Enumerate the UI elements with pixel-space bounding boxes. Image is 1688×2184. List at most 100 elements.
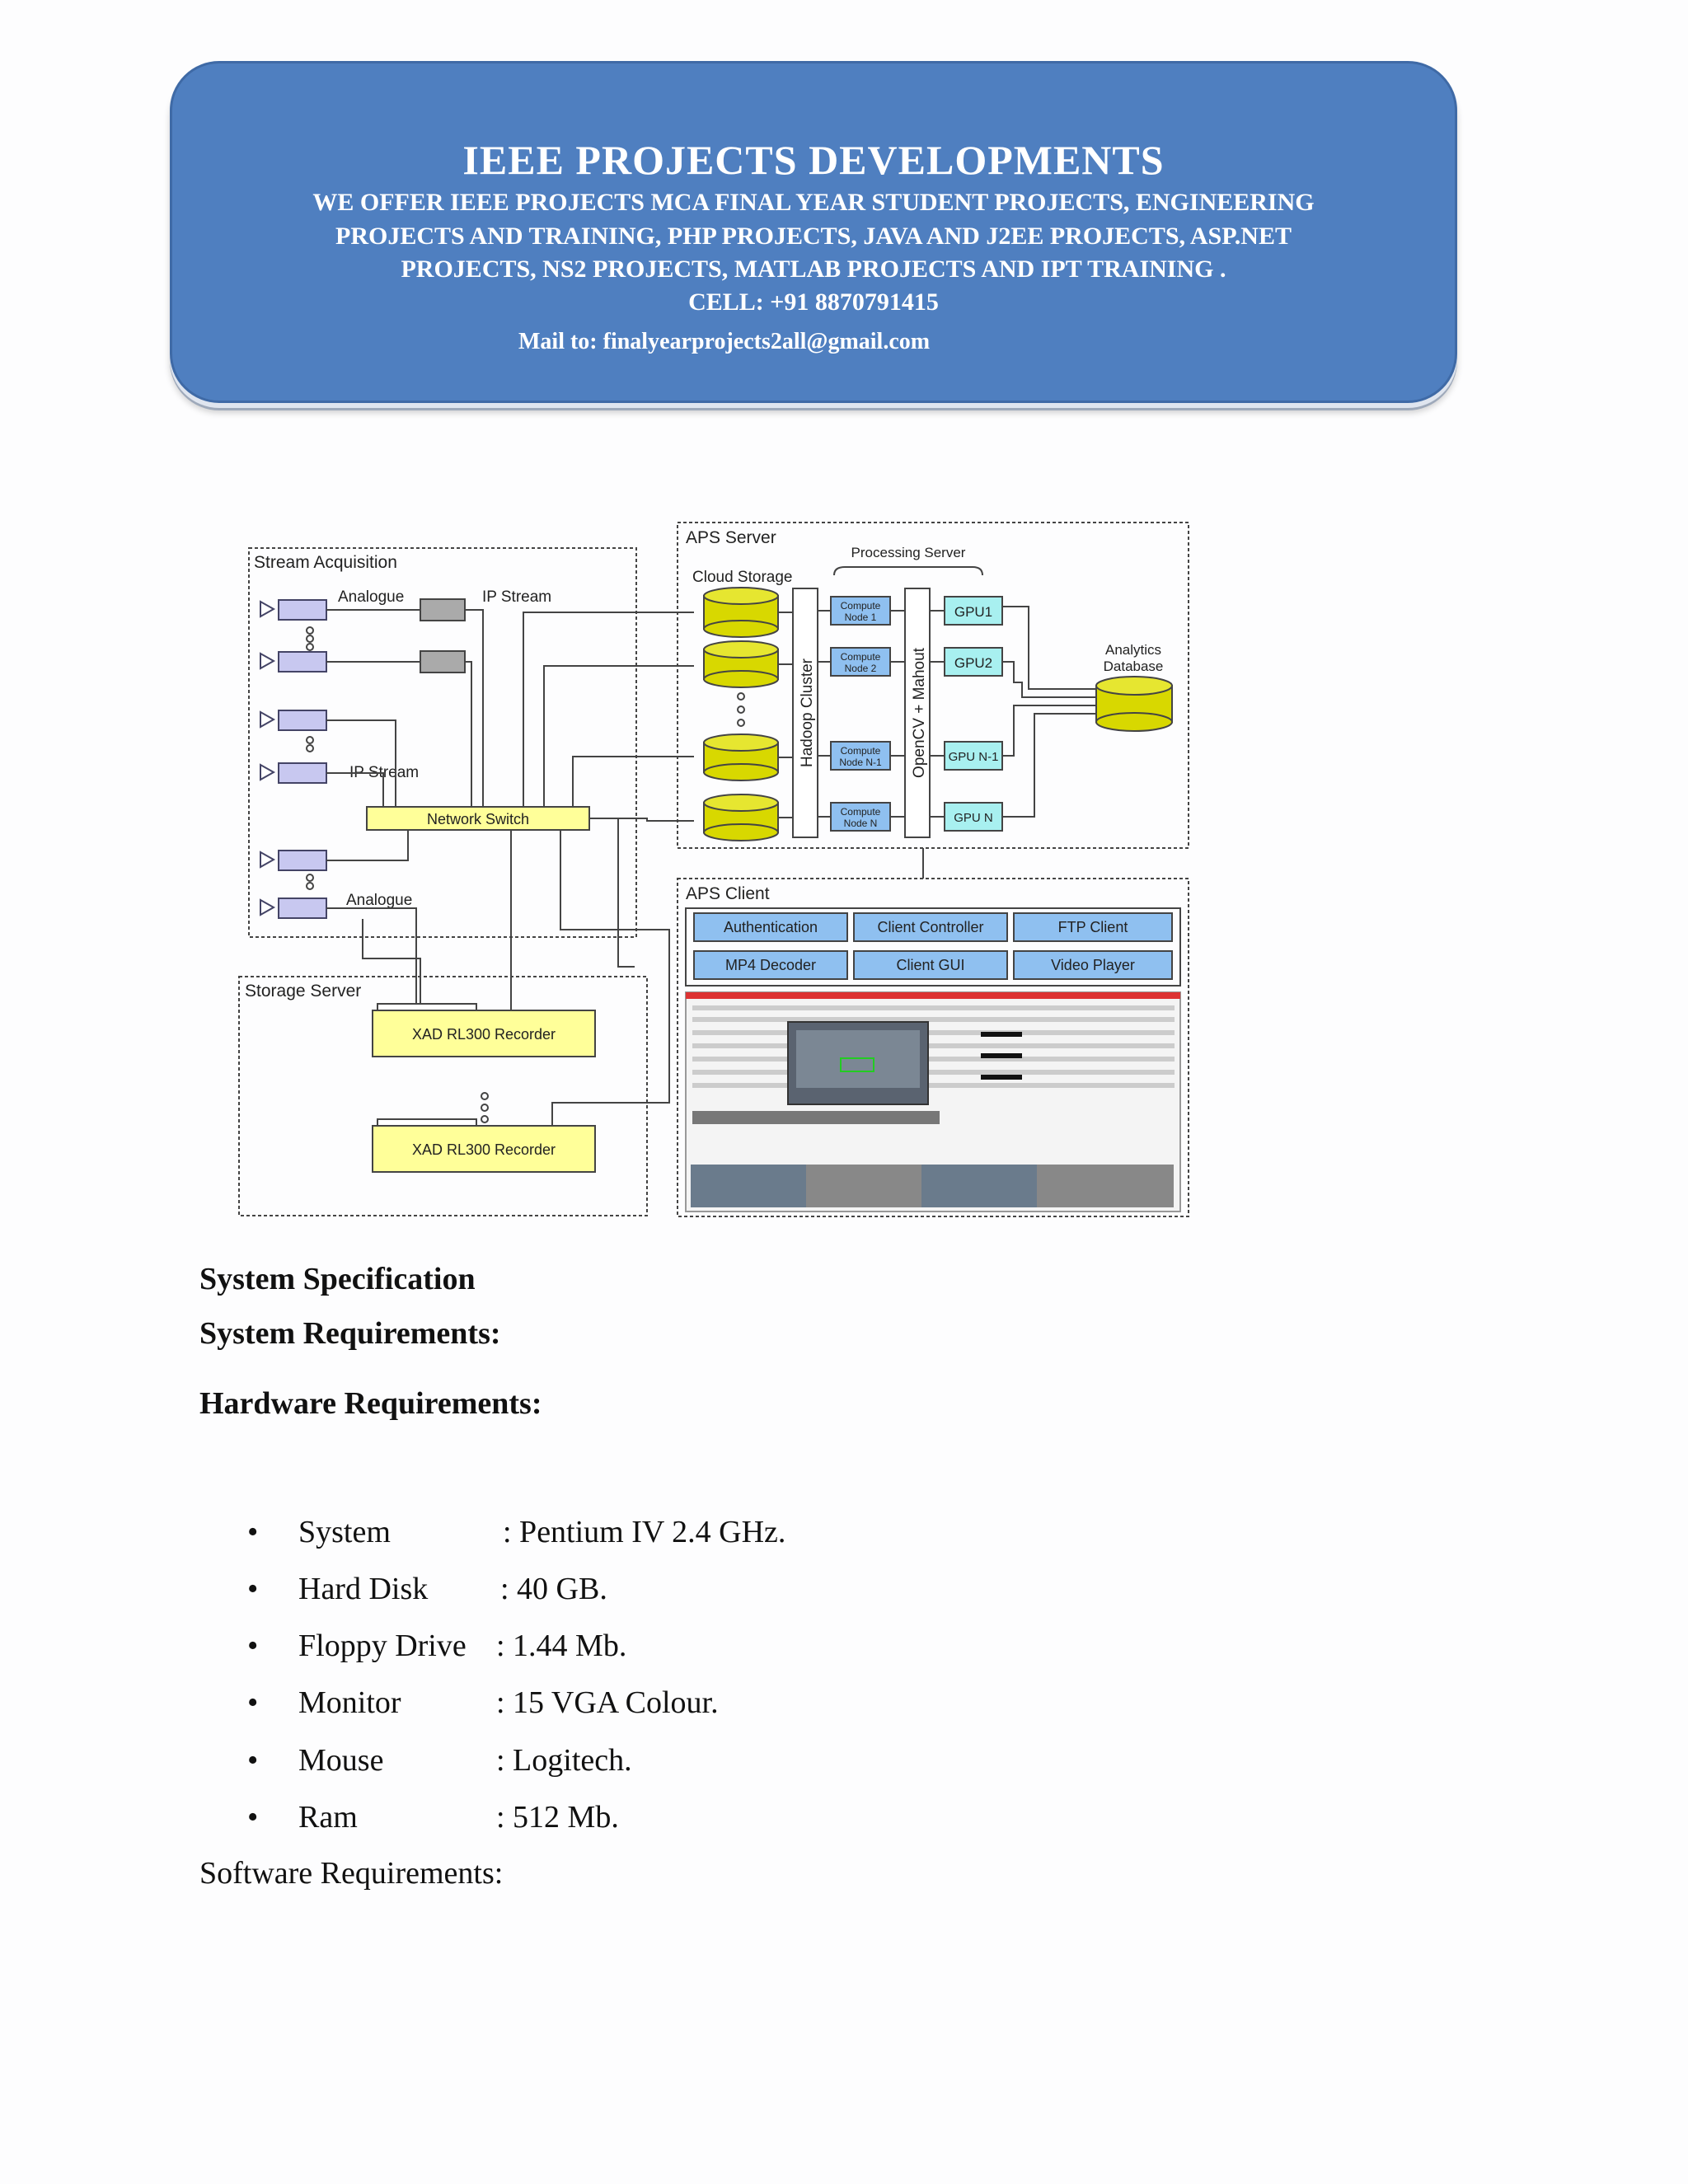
- compute-node-box: Compute Node N-1: [830, 741, 891, 771]
- compute-node-label: Compute: [841, 600, 881, 612]
- compute-node-box: Compute Node N: [830, 802, 891, 832]
- opencv-mahout-bar: [904, 588, 931, 838]
- compute-node-label: Node N-1: [839, 757, 882, 768]
- client-module-label: MP4 Decoder: [725, 957, 816, 973]
- item-name: System: [298, 1515, 391, 1549]
- network-switch-box: [366, 806, 590, 831]
- compute-node-box: Compute Node 2: [830, 647, 891, 677]
- header-banner: IEEE PROJECTS DEVELOPMENTS WE OFFER IEEE…: [170, 61, 1457, 403]
- compute-node-label: Node 2: [845, 663, 877, 674]
- gpu-box: GPU2: [944, 647, 1003, 677]
- processing-links: [778, 606, 1096, 879]
- item-value: : 15 VGA Colour.: [496, 1685, 719, 1720]
- processing-server-bracket: [833, 566, 983, 576]
- banner-line-3: PROJECTS, NS2 PROJECTS, MATLAB PROJECTS …: [401, 255, 1226, 283]
- gpu-box: GPU N-1: [944, 741, 1003, 771]
- analogue-label: Analogue: [346, 892, 412, 909]
- gpu-label: GPU N: [954, 811, 993, 825]
- gpu-label: GPU N-1: [949, 750, 999, 764]
- ip-stream-label: IP Stream: [349, 764, 419, 781]
- hardware-requirements-heading: Hardware Requirements:: [199, 1386, 542, 1421]
- analogue-label: Analogue: [338, 588, 404, 606]
- gpu-label: GPU2: [954, 655, 992, 671]
- camera-icon: [260, 850, 327, 871]
- recorder-slot: [377, 1118, 477, 1127]
- aps-server-box: [677, 522, 1189, 849]
- compute-node-label: Node 1: [845, 612, 877, 623]
- client-module-box: Authentication: [693, 912, 848, 942]
- aps-client-box: [677, 878, 1189, 1217]
- hadoop-cluster-bar: [792, 588, 818, 838]
- architecture-diagram: Stream Acquisition Storage Server APS Se…: [231, 509, 1203, 1226]
- architecture-svg: Stream Acquisition Storage Server APS Se…: [238, 522, 1189, 1217]
- recorder-label: XAD RL300 Recorder: [412, 1141, 556, 1158]
- analytics-db-label: Database: [1104, 658, 1164, 674]
- processing-server-label: Processing Server: [851, 545, 966, 560]
- camera-icon: [260, 898, 327, 919]
- bullet: •: [247, 1743, 259, 1778]
- item-value: : 512 Mb.: [496, 1800, 619, 1835]
- recorder-box: [372, 1010, 596, 1057]
- banner-title: IEEE PROJECTS DEVELOPMENTS: [462, 137, 1165, 183]
- gpu-box: GPU N: [944, 802, 1003, 832]
- client-module-box: MP4 Decoder: [693, 950, 848, 980]
- compute-node-label: Compute: [841, 806, 881, 818]
- stream-acquisition-label: Stream Acquisition: [254, 553, 397, 572]
- client-module-box: Client GUI: [853, 950, 1008, 980]
- stream-acquisition-box: [248, 547, 637, 938]
- camera-icon: [260, 710, 327, 731]
- ip-stream-label: IP Stream: [482, 588, 551, 606]
- gpu-box: GPU1: [944, 596, 1003, 626]
- software-requirements-heading: Software Requirements:: [199, 1856, 504, 1891]
- banner-line-2: PROJECTS AND TRAINING, PHP PROJECTS, JAV…: [335, 223, 1292, 250]
- storage-cylinder-icon: [703, 733, 779, 781]
- bullet: •: [247, 1515, 259, 1549]
- storage-server-label: Storage Server: [245, 982, 361, 1001]
- item-name: Mouse: [298, 1743, 384, 1778]
- compute-node-label: Compute: [841, 651, 881, 663]
- banner-mail: Mail to: finalyearprojects2all@gmail.com: [518, 329, 931, 354]
- banner-cell: CELL: +91 8870791415: [688, 288, 939, 316]
- item-name: Floppy Drive: [298, 1629, 467, 1663]
- aps-client-label: APS Client: [686, 884, 770, 903]
- client-module-label: Client Controller: [877, 919, 983, 935]
- ellipsis-dots: [306, 626, 745, 1123]
- banner-line-1: WE OFFER IEEE PROJECTS MCA FINAL YEAR ST…: [312, 189, 1315, 216]
- compute-node-box: Compute Node 1: [830, 596, 891, 626]
- storage-cylinder-icon: [703, 794, 779, 841]
- bullet: •: [247, 1800, 259, 1835]
- item-value: : Logitech.: [496, 1743, 632, 1778]
- network-switch-label: Network Switch: [427, 811, 529, 827]
- recorder-label: XAD RL300 Recorder: [412, 1026, 556, 1043]
- client-module-label: Authentication: [724, 919, 818, 935]
- client-module-box: Video Player: [1013, 950, 1173, 980]
- compute-node-label: Node N: [844, 818, 878, 829]
- client-module-label: FTP Client: [1058, 919, 1128, 935]
- item-name: Ram: [298, 1800, 358, 1835]
- storage-cylinder-icon: [703, 640, 779, 688]
- storage-server-box: [238, 976, 648, 1216]
- cloud-storage-label: Cloud Storage: [692, 569, 792, 586]
- encoder-box: [420, 650, 466, 673]
- camera-icon: [260, 762, 327, 784]
- gpu-label: GPU1: [954, 604, 992, 620]
- client-module-box: FTP Client: [1013, 912, 1173, 942]
- item-value: : 1.44 Mb.: [496, 1629, 627, 1663]
- system-requirements-heading: System Requirements:: [199, 1316, 501, 1351]
- item-name: Monitor: [298, 1685, 401, 1720]
- client-gui-screenshot: [685, 991, 1181, 1212]
- recorder-slot: [377, 1003, 477, 1011]
- compute-node-label: Compute: [841, 745, 881, 757]
- recorder-box: [372, 1125, 596, 1173]
- bullet: •: [247, 1629, 259, 1663]
- item-value: : Pentium IV 2.4 GHz.: [503, 1515, 786, 1549]
- hadoop-cluster-label: Hadoop Cluster: [799, 658, 816, 767]
- database-cylinder-icon: [1095, 676, 1173, 732]
- system-specification-heading: System Specification: [199, 1262, 476, 1296]
- camera-icon: [260, 651, 327, 673]
- item-name: Hard Disk: [298, 1572, 429, 1606]
- item-value: : 40 GB.: [500, 1572, 607, 1606]
- client-module-label: Client GUI: [896, 957, 964, 973]
- client-module-box: Client Controller: [853, 912, 1008, 942]
- encoder-box: [420, 598, 466, 621]
